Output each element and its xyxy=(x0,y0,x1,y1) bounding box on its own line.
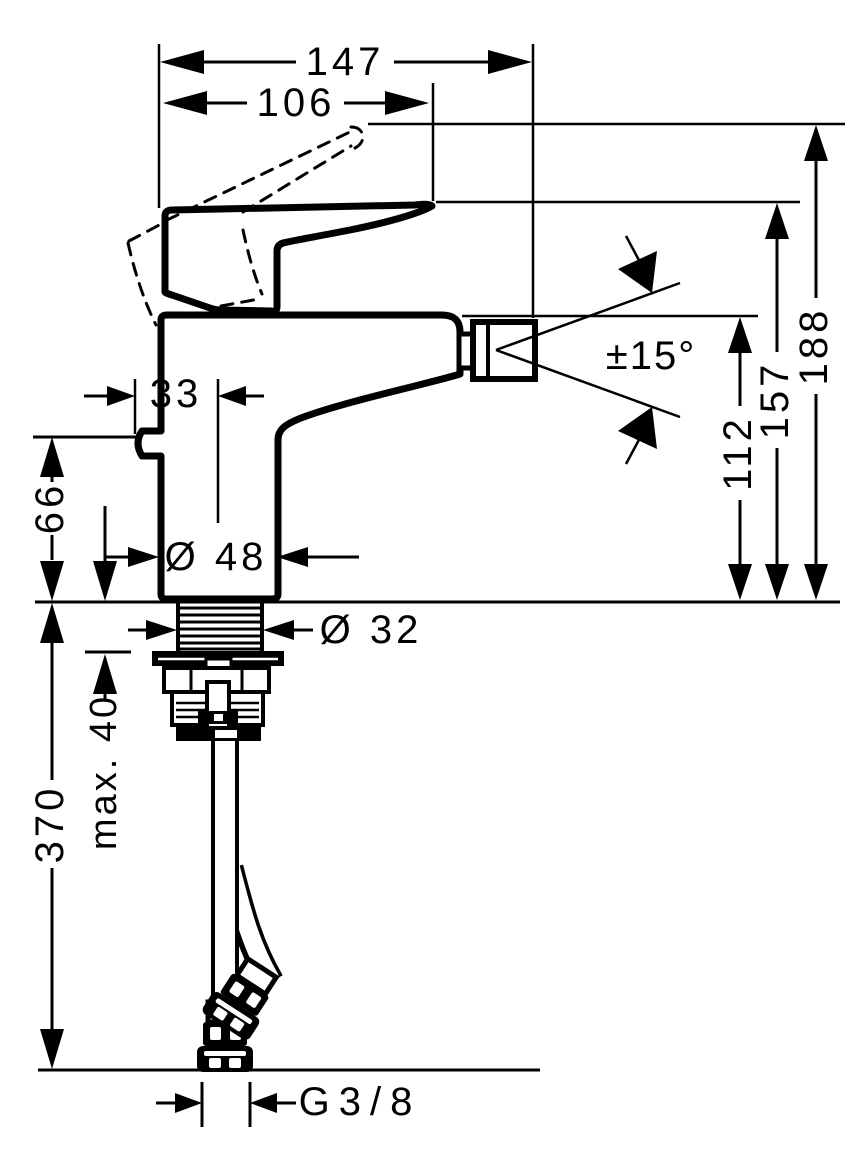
supply-hose-straight xyxy=(211,738,239,1006)
dim-label-spout-tip-height: 157 xyxy=(753,361,797,440)
dim-spray-height: 66 xyxy=(28,435,139,601)
swivel-indicator: ±15° xyxy=(495,235,696,465)
dim-shank-diameter: Ø 32 xyxy=(128,608,423,652)
dim-base-diameter: Ø 48 xyxy=(106,535,359,579)
dim-total-height: 188 xyxy=(792,125,836,600)
dim-label-max-mounting-thickness: max. 40 xyxy=(83,694,125,850)
hose-connector-angled xyxy=(202,955,280,1040)
dim-width-total: 147 xyxy=(160,40,532,84)
dim-label-shank-diameter: Ø 32 xyxy=(320,608,423,652)
dim-connection-thread: G3/8 xyxy=(156,1080,422,1127)
dim-label-width-spout: 106 xyxy=(257,81,336,125)
dim-width-spout: 106 xyxy=(163,81,429,125)
dim-label-base-diameter: Ø 48 xyxy=(165,535,268,579)
dimension-annotations: 147 106 33 66 xyxy=(28,40,845,1127)
faucet-artwork xyxy=(126,125,538,1072)
dim-label-total-height: 188 xyxy=(792,307,836,386)
dim-hose-length: 370 xyxy=(28,603,72,1069)
dim-spray-offset: 33 xyxy=(84,372,264,523)
mounting-nut xyxy=(162,657,271,741)
aerator xyxy=(470,319,538,382)
dim-label-width-total: 147 xyxy=(306,40,385,84)
dim-aerator-height: 112 xyxy=(716,317,760,600)
handle-raised-dashed xyxy=(126,125,365,327)
dim-label-swivel-angle: ±15° xyxy=(606,334,696,378)
dim-label-spray-height: 66 xyxy=(28,482,72,535)
dim-label-connection-thread: G3/8 xyxy=(299,1080,422,1124)
handle-lever xyxy=(161,200,436,315)
mounting-shank-thread xyxy=(176,601,264,653)
dim-max-mounting-thickness: max. 40 xyxy=(83,506,131,850)
dim-label-hose-length: 370 xyxy=(28,785,72,864)
dim-spout-tip-height: 157 xyxy=(753,203,797,600)
dim-label-aerator-height: 112 xyxy=(716,415,760,491)
dim-label-spray-offset: 33 xyxy=(150,372,203,416)
